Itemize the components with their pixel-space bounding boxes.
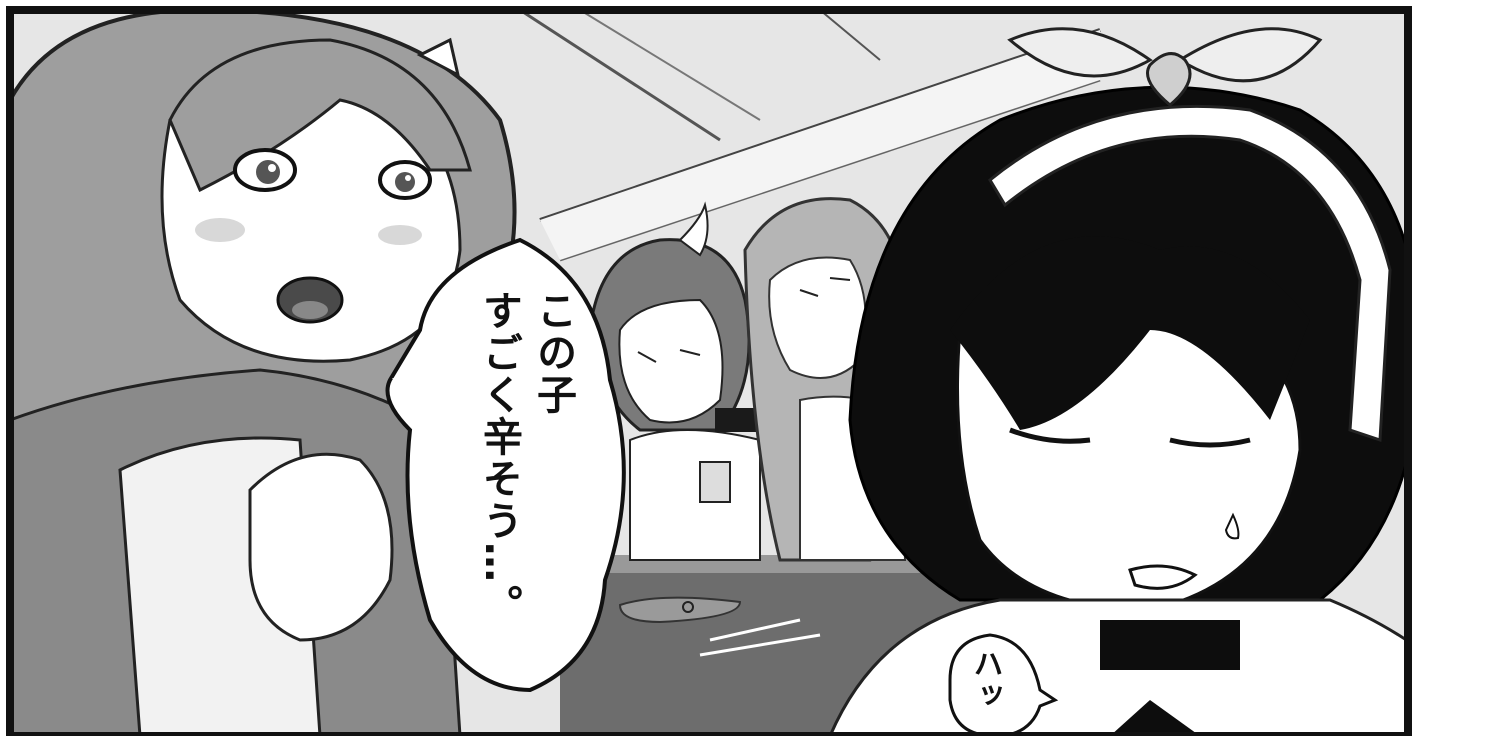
ceiling-line bbox=[519, 10, 721, 142]
ceiling-beam bbox=[540, 30, 1100, 260]
panel-interior bbox=[10, 10, 1408, 736]
background-girl-horned bbox=[588, 201, 775, 561]
sfx-text: ハッ bbox=[967, 648, 1003, 712]
ceiling-line bbox=[819, 10, 881, 61]
drawer-knob bbox=[682, 601, 694, 613]
speech-text-line-2: すごく辛そう…。 bbox=[476, 290, 522, 626]
speech-bubble bbox=[385, 237, 626, 693]
drawer bbox=[618, 596, 742, 624]
speech-text-line-1: この子 bbox=[530, 290, 576, 416]
motion-line bbox=[709, 618, 801, 642]
girl-left-speaking bbox=[10, 10, 517, 736]
sfx-bubble bbox=[948, 633, 1059, 736]
ceiling-line bbox=[579, 10, 761, 121]
motion-line bbox=[699, 633, 821, 657]
